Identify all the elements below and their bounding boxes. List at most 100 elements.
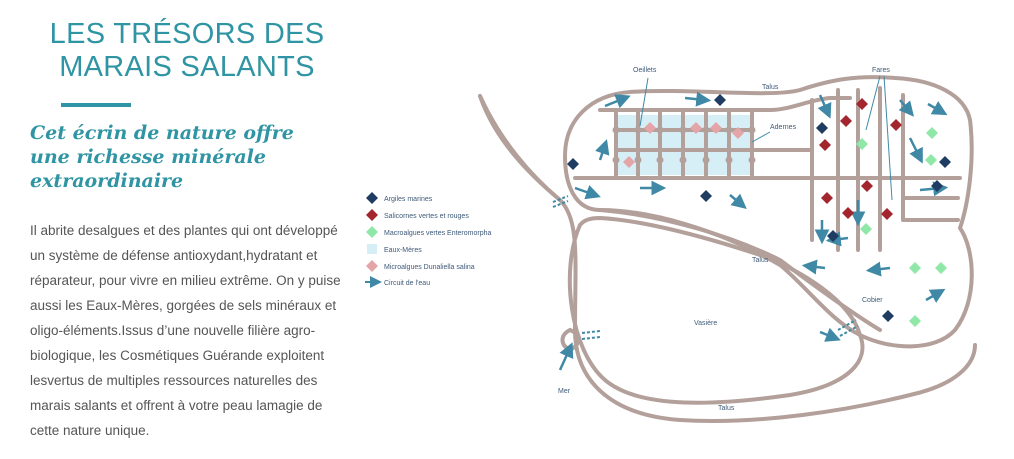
argile-marker [700,190,712,202]
legend-label: Microalgues Dunaliella salina [384,264,475,271]
water-arrow [801,259,826,275]
argile-icon [366,192,378,204]
legend-item: Circuit de l'eau [365,276,430,288]
oeillet-dot [634,156,642,164]
argile-marker [567,158,579,170]
fares-pointer [883,75,893,201]
water-arrow [729,193,747,210]
argile-marker [816,122,828,134]
subtitle: Cet écrin de nature offre une richesse m… [30,121,330,193]
macroalgue-marker [909,262,921,274]
water-arrow [908,137,923,164]
macroalgue-marker [935,262,947,274]
water-arrow [927,101,948,116]
talus-band [598,208,882,332]
label-adernes: Adernes [770,124,797,131]
water-arrow [684,91,712,107]
oeillet-dot [725,156,733,164]
fares-pointer [865,75,881,131]
oeillet-dot [679,156,687,164]
label-talus-bottom: Talus [718,405,735,412]
adernes-pointer [751,131,771,143]
macroalgue-marker [909,315,921,327]
oeillet-dot [702,156,710,164]
argile-marker [931,180,943,192]
macroalgue-marker [860,223,872,235]
label-talus-mid: Talus [752,257,769,264]
oeillets-pointer [639,77,649,127]
salicorne-marker [842,207,854,219]
argile-marker [714,94,726,106]
mer-channel [478,94,562,202]
fares-grid [810,86,960,252]
sluice-right [837,319,859,337]
legend-label: Argiles marines [384,196,433,203]
label-cobier: Cobier [862,297,883,304]
water-arrow [925,288,946,303]
title-line: LES TRÉSORS DES [49,18,325,50]
subtitle-line: Cet écrin de nature offre [30,122,294,144]
salicorne-marker [890,119,902,131]
microalgue-marker [644,122,656,134]
macroalgue-marker [856,138,868,150]
oeillet-dot [748,126,756,134]
water-arrow [865,261,891,277]
argile-marker [882,310,894,322]
legend: Argiles marines Salicornes vertes et rou… [365,192,491,288]
microalgue-marker [690,122,702,134]
label-mer: Mer [558,388,571,395]
microalgue-icon [366,260,378,272]
salicorne-marker [861,180,873,192]
oeillet-dot [679,126,687,134]
legend-label: Circuit de l'eau [384,280,430,287]
label-vasiere: Vasière [694,320,717,327]
microalgue-marker [732,127,744,139]
water-arrow [898,99,915,117]
sluice-bottom [581,330,601,340]
water-arrow [595,139,610,161]
macroalgue-marker [925,154,937,166]
oeillet-dot [656,126,664,134]
salicorne-icon [366,209,378,221]
oeillet-dot [702,126,710,134]
title-underline [61,103,131,107]
legend-label: Macroalgues vertes Enteromorpha [384,230,491,237]
label-talus-top: Talus [762,84,779,91]
eaux-meres-icon [367,244,377,254]
label-oeillets: Oeillets [633,67,657,74]
oeillet-dot [634,126,642,134]
subtitle-line: extraordinaire [30,170,184,192]
salicorne-marker [819,139,831,151]
legend-item: Eaux-Mères [367,244,422,254]
salicorne-marker [881,208,893,220]
oeillet-dot [656,156,664,164]
microalgue-marker [623,156,635,168]
page-title: LES TRÉSORS DES MARAIS SALANTS [22,18,352,84]
legend-item: Macroalgues vertes Enteromorpha [366,226,491,238]
text-panel: LES TRÉSORS DES MARAIS SALANTS Cet écrin… [0,0,350,459]
water-arrow [604,94,631,109]
sluice-left [552,195,569,208]
legend-item: Salicornes vertes et rouges [366,209,469,221]
vasiere-outline [567,216,865,405]
water-arrow [558,342,574,371]
argile-marker [827,230,839,242]
label-fares: Fares [872,67,890,74]
salicorne-marker [856,98,868,110]
oeillet-dot [748,156,756,164]
salicorne-marker [821,192,833,204]
title-line: MARAIS SALANTS [59,51,315,83]
legend-item: Microalgues Dunaliella salina [366,260,475,272]
salicorne-marker [840,115,852,127]
legend-item: Argiles marines [366,192,433,204]
water-arrow [819,327,841,342]
subtitle-line: une richesse minérale [30,146,266,168]
oeillet-dot [612,126,620,134]
water-arrow [817,94,832,119]
salt-marsh-diagram: Oeillets Talus Fares Adernes Talus Cobie… [350,0,1014,459]
legend-label: Eaux-Mères [384,247,422,254]
oeillet-dot [725,126,733,134]
top-road [598,96,852,112]
oeillet-dot [612,156,620,164]
argile-marker [939,156,951,168]
